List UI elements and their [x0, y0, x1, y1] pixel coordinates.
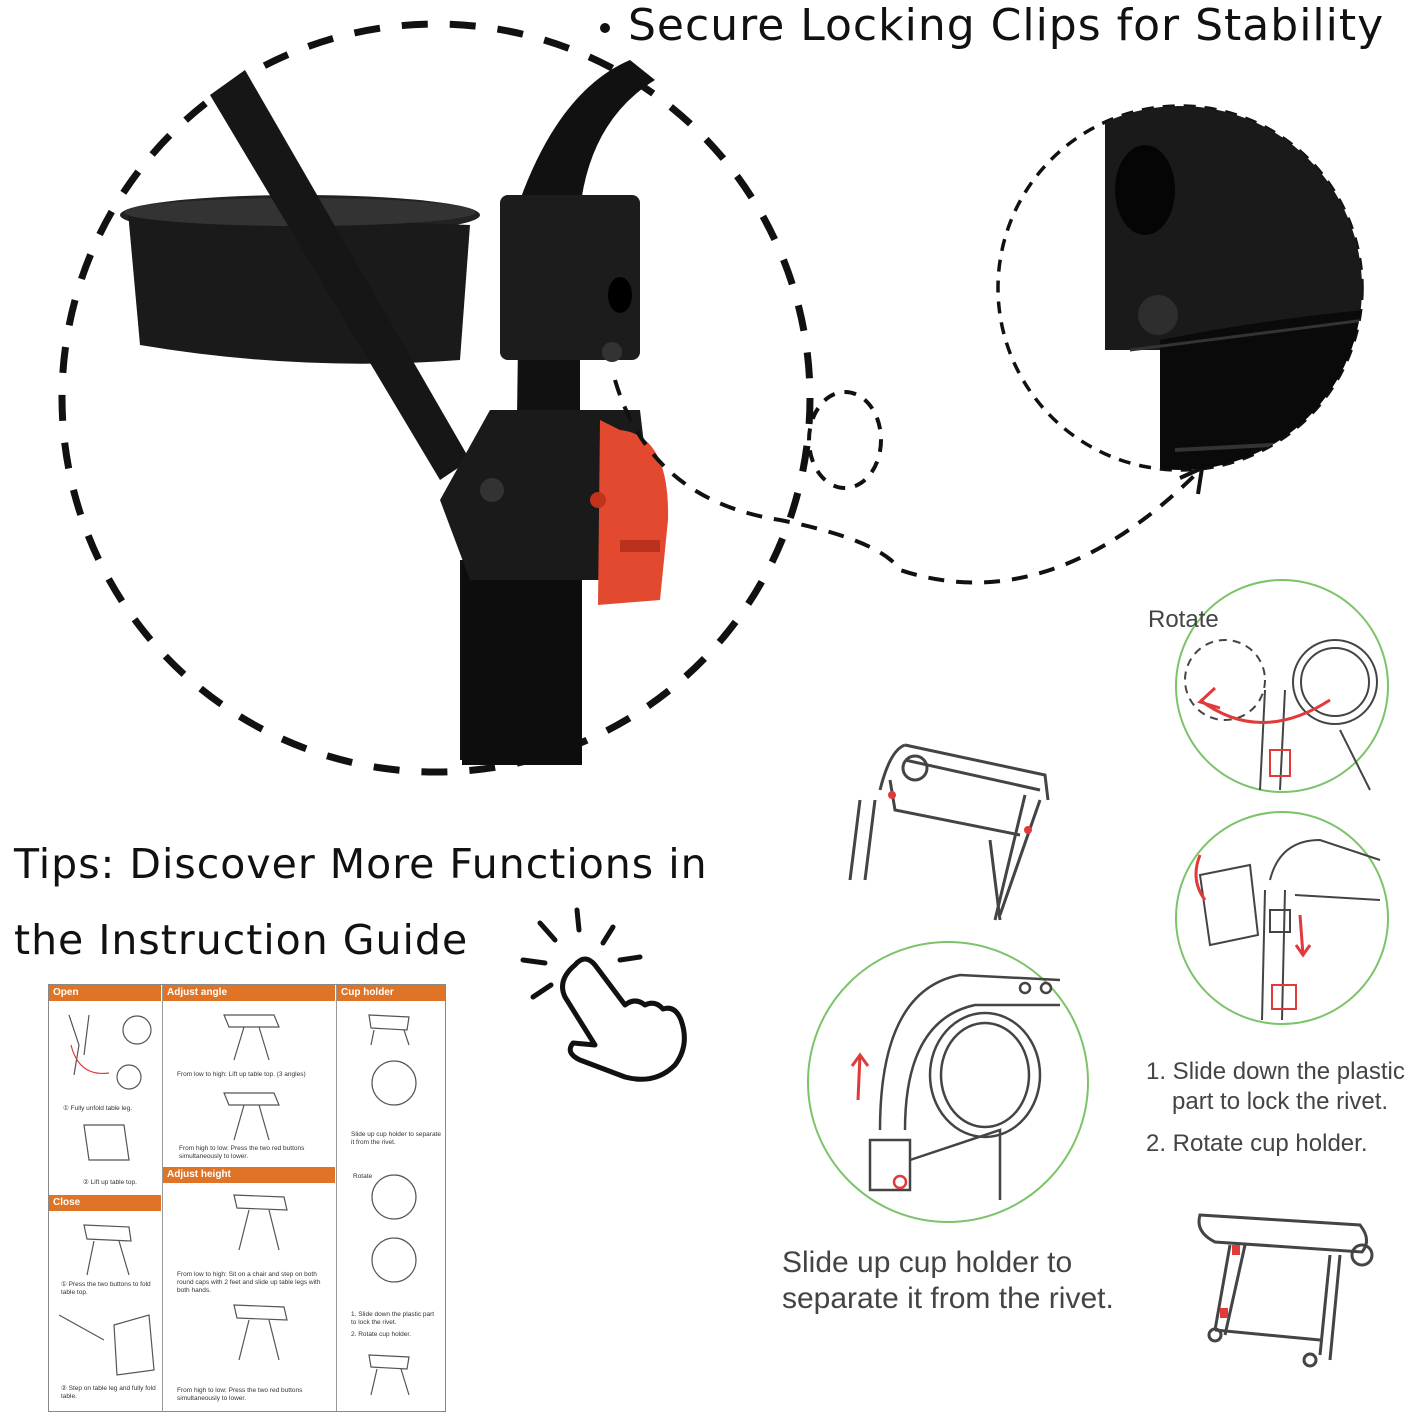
zoom-circle-large: [58, 20, 814, 776]
red-lock-button: [598, 420, 669, 605]
guide-caption-cup-slide: Slide up cup holder to separate it from …: [351, 1131, 441, 1146]
rotate-label: Rotate: [1148, 606, 1219, 633]
upper-clamp: [500, 195, 640, 360]
guide-caption-height-up: From low to high: Sit on a chair and ste…: [177, 1271, 321, 1294]
tips-line1: Tips: Discover More Functions in: [14, 840, 708, 888]
step1-text-line2: part to lock the rivet.: [1172, 1088, 1389, 1115]
slide-down-step-drawing: [1194, 838, 1381, 1021]
guide-header-open: Open: [49, 985, 161, 1001]
guide-header-adjust-height: Adjust height: [163, 1167, 335, 1183]
headline: Secure Locking Clips for Stability: [600, 0, 1384, 51]
guide-caption-cup-rotate: Rotate: [353, 1173, 373, 1180]
guide-caption-close-press: ① Press the two buttons to fold table to…: [61, 1281, 151, 1296]
guide-caption-cup-step2: 2. Rotate cup holder.: [351, 1331, 411, 1338]
step2-text: 2. Rotate cup holder.: [1146, 1130, 1368, 1157]
guide-sketches: [58, 1014, 417, 1396]
table-drawing: [1197, 1213, 1374, 1368]
slide-caption-line2: separate it from the rivet.: [782, 1282, 1114, 1315]
slide-caption-line1: Slide up cup holder to: [782, 1246, 1073, 1279]
guide-caption-close-step: ② Step on table leg and fully fold table…: [61, 1385, 156, 1400]
connector-loop: [807, 390, 883, 490]
guide-header-cup-holder: Cup holder: [337, 985, 445, 1001]
headline-text: Secure Locking Clips for Stability: [628, 0, 1385, 51]
guide-header-adjust-angle: Adjust angle: [163, 985, 335, 1001]
guide-caption-cup-step1: 1. Slide down the plastic part to lock t…: [351, 1311, 435, 1326]
tap-hand-icon: [520, 907, 687, 1082]
instruction-guide-sheet: Open Adjust angle Cup holder Adjust heig…: [48, 984, 446, 1412]
guide-header-close: Close: [49, 1195, 161, 1211]
table-frame-drawing: [848, 743, 1050, 921]
guide-caption-height-down: From high to low: Press the two red butt…: [177, 1387, 303, 1402]
guide-caption-angle-up: From low to high: Lift up table top. (3 …: [177, 1071, 306, 1078]
bullet-dot: [600, 23, 610, 33]
rotate-step-drawing: [1184, 639, 1378, 791]
rotate-step-circle: [1175, 579, 1389, 793]
slide-up-step-drawing: [850, 973, 1061, 1200]
connector-line: [613, 379, 1202, 585]
step1-text-line1: 1. Slide down the plastic: [1146, 1058, 1405, 1085]
diagonal-rod: [210, 70, 470, 480]
slide-up-step-circle: [807, 941, 1089, 1223]
guide-caption-lift: ② Lift up table top.: [83, 1179, 137, 1186]
tips-line2: the Instruction Guide: [14, 916, 469, 964]
slide-down-step-circle: [1175, 811, 1389, 1025]
guide-caption-unfold: ① Fully unfold table leg.: [63, 1105, 133, 1112]
guide-caption-angle-down: From high to low: Press the two red butt…: [179, 1145, 305, 1160]
